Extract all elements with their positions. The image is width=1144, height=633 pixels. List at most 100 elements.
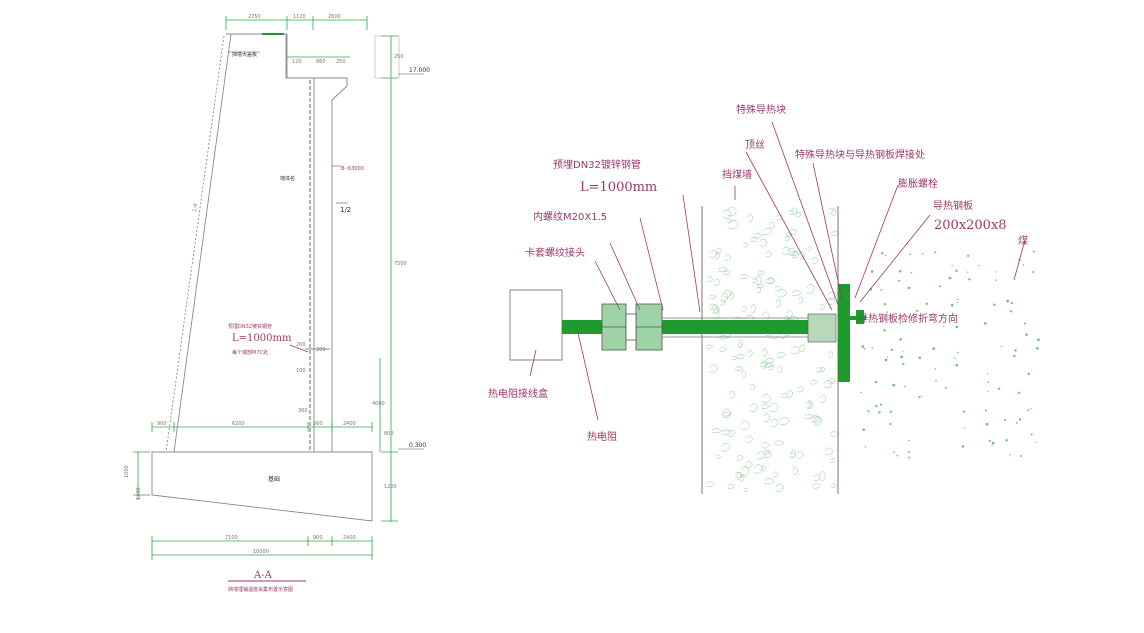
coal-dot xyxy=(907,450,910,453)
wall-hatch-stroke xyxy=(775,298,782,308)
label-pipe-length: L=1000mm xyxy=(580,180,657,195)
dim-left-2: 1200 xyxy=(136,487,142,500)
wall-hatch-stroke xyxy=(819,394,827,403)
special-heat-block xyxy=(807,313,837,343)
wall-hatch-stroke xyxy=(777,289,787,298)
wall-hatch-stroke xyxy=(786,247,797,255)
label-plate-size: 200x200x8 xyxy=(934,218,1007,233)
coal-dot xyxy=(921,252,924,255)
coal-dot xyxy=(909,253,912,255)
wall-hatch-stroke xyxy=(721,429,732,436)
wall-hatch-stroke xyxy=(787,389,793,399)
wall-hatch-stroke xyxy=(828,351,834,358)
coal-dot xyxy=(898,279,901,282)
coal-dot xyxy=(884,254,887,257)
wall-hatch-stroke xyxy=(823,379,833,388)
wall-hatch-stroke xyxy=(776,351,786,358)
wall-hatch-stroke xyxy=(714,252,720,260)
wall-hatch-stroke xyxy=(759,238,768,247)
coal-dot xyxy=(1027,409,1030,412)
wall-hatch-stroke xyxy=(795,211,802,218)
wall-hatch-stroke xyxy=(712,304,719,314)
coal-dot xyxy=(881,251,884,255)
wall-hatch-stroke xyxy=(807,246,813,251)
wall-hatch-stroke xyxy=(737,343,743,348)
dim-second-2: 860 xyxy=(316,59,326,65)
wall-hatch-stroke xyxy=(776,214,784,221)
bottom-dimension-chain: 900 6200 560 2400 xyxy=(151,421,373,432)
wall-hatch-stroke xyxy=(720,299,726,306)
coal-zone xyxy=(860,250,1040,459)
coal-dot xyxy=(1032,271,1035,273)
section-drawing: 2750 1120 2600 120 860 250 挡 xyxy=(124,14,430,593)
coal-dot xyxy=(884,358,888,362)
coal-dot xyxy=(889,422,892,426)
wall-hatch-stroke xyxy=(805,400,812,409)
coal-dot xyxy=(984,409,987,412)
coal-dot xyxy=(967,271,969,273)
wall-hatch-stroke xyxy=(743,242,749,248)
wall-hatch-stroke xyxy=(734,366,743,371)
coal-dot xyxy=(878,411,881,414)
wall-hatch-stroke xyxy=(708,294,717,300)
coal-dot xyxy=(863,347,866,350)
wall-hatch-stroke xyxy=(810,380,818,385)
small-dim-3: 100 xyxy=(296,368,306,374)
coal-dot xyxy=(864,445,867,448)
coal-dot xyxy=(902,350,904,352)
label-thermistor: 热电阻 xyxy=(587,430,617,443)
coal-dot xyxy=(867,410,870,412)
dim-second-3: 250 xyxy=(336,59,346,65)
wall-hatch-stroke xyxy=(759,361,768,368)
wall-hatch-stroke xyxy=(728,219,739,230)
elevation-b-label: B-:63000 xyxy=(341,166,364,172)
wall-hatch-stroke xyxy=(706,481,715,488)
embed-note: 预埋DN32镀锌钢管 L=1000mm 每个端部M7C处 200 200 100… xyxy=(228,323,330,414)
coal-dot xyxy=(890,348,893,352)
wall-hatch-stroke xyxy=(830,483,837,488)
top-dimension-chain: 2750 1120 2600 120 860 250 xyxy=(225,14,368,65)
coal-dot xyxy=(955,363,959,367)
coal-dot xyxy=(957,298,959,301)
coal-dot xyxy=(874,380,878,384)
junction-box xyxy=(509,289,563,361)
wall-hatch-stroke xyxy=(723,289,733,298)
coal-dot xyxy=(900,355,903,359)
coal-dot xyxy=(908,456,911,459)
wall-hatch-stroke xyxy=(769,221,776,229)
coal-dot xyxy=(896,454,899,457)
wall-hatch-stroke xyxy=(711,428,722,434)
coal-dot xyxy=(957,351,959,354)
wall-hatch-stroke xyxy=(724,253,731,261)
coal-dot xyxy=(899,322,901,325)
wall-hatch-stroke xyxy=(785,235,791,242)
coal-dot xyxy=(883,329,886,332)
dim-base-2: 900 xyxy=(313,535,323,541)
coal-dot xyxy=(985,422,989,426)
elevation-top: 17.000 xyxy=(409,67,430,74)
dim-right-5: 1200 xyxy=(384,484,397,490)
dim-base-3: 2400 xyxy=(343,535,356,541)
coal-dot xyxy=(898,270,902,273)
coal-dot xyxy=(951,265,953,267)
coal-dot xyxy=(955,269,958,273)
coal-dot xyxy=(1035,346,1039,350)
wall-hatch-stroke xyxy=(722,209,732,219)
wall-hatch-stroke xyxy=(751,278,758,283)
wall-hatch-stroke xyxy=(786,309,793,320)
wall-hatch-stroke xyxy=(721,442,731,452)
coal-dot xyxy=(991,441,995,445)
wall-hatch-stroke xyxy=(765,251,773,258)
wall-hatch-stroke xyxy=(749,403,758,412)
retaining-wall-zone xyxy=(701,206,840,494)
wall-hatch-stroke xyxy=(780,393,789,398)
wall-hatch-stroke xyxy=(827,208,834,214)
wall-hatch-stroke xyxy=(741,306,748,312)
elevation-bottom: 0.300 xyxy=(409,442,426,449)
coal-dot xyxy=(954,357,956,359)
coal-dot xyxy=(988,439,991,442)
coal-dot xyxy=(880,289,883,291)
coal-dot xyxy=(987,381,990,383)
left-dimension-chain: 1000 1200 xyxy=(124,451,150,500)
wall-hatch-stroke xyxy=(708,249,718,258)
